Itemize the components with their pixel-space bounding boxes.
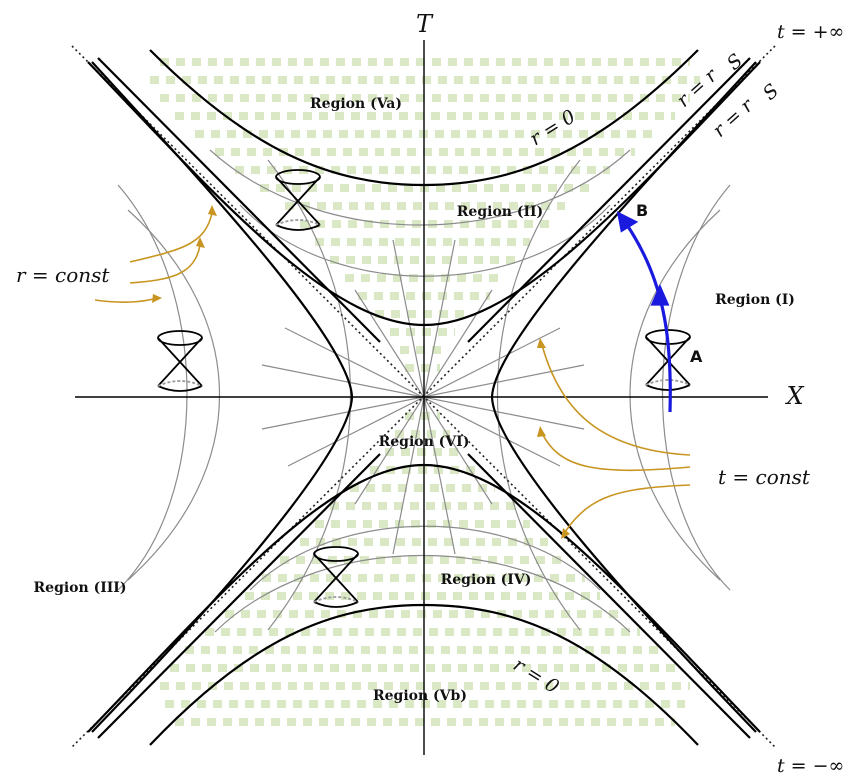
region-vi-label: Region (VI) (379, 434, 470, 450)
singularity-bottom (149, 603, 699, 746)
t-const-label: t = const (718, 465, 811, 489)
shaded-regions (150, 58, 700, 726)
x-axis-label: X (784, 382, 804, 410)
axes (75, 40, 768, 755)
horizon-label-outer-sub: S (723, 50, 747, 75)
region-ii-label: Region (II) (457, 204, 543, 220)
region-va-label: Region (Va) (310, 96, 402, 112)
singularity-top (149, 49, 699, 187)
point-a-label: A (690, 347, 703, 366)
region-i-label: Region (I) (715, 292, 795, 308)
time-label-bottom: t = −∞ (777, 755, 844, 777)
worldline (616, 211, 672, 413)
time-label-top: t = +∞ (777, 21, 844, 43)
light-cone-icon (157, 330, 203, 392)
point-b-label: B (636, 201, 648, 220)
region-iii-label: Region (III) (34, 580, 127, 596)
hyperbola-top (87, 61, 761, 327)
annotation-arrowheads (152, 205, 570, 539)
main-curves (87, 49, 761, 746)
region-iv-label: Region (IV) (441, 572, 532, 588)
stripe-masks (80, 50, 770, 740)
light-cone-icon (275, 169, 321, 231)
light-cone-icon (313, 546, 359, 608)
region-vb-label: Region (Vb) (373, 688, 467, 704)
hyperbola-left (91, 61, 354, 733)
singularity-label-bottom: r = 0 (509, 654, 562, 699)
hyperbola-right (490, 61, 757, 733)
t-axis-label: T (416, 10, 434, 38)
r-const-label: r = const (16, 263, 110, 287)
